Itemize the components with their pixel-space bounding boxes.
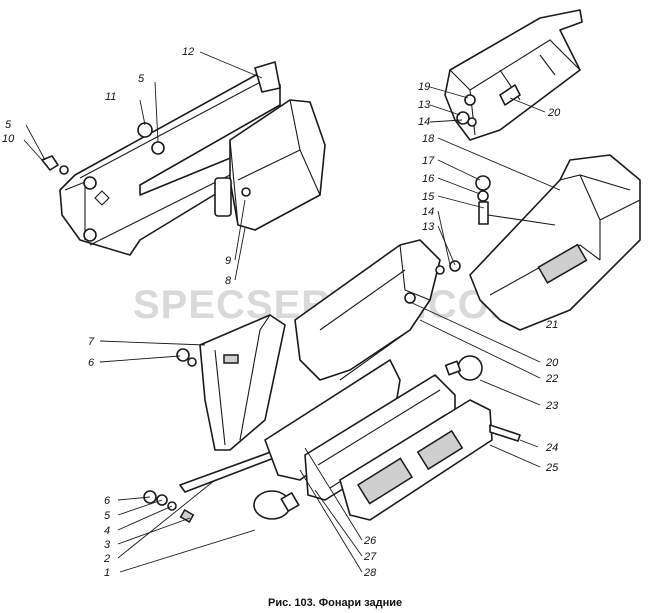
nut-6 xyxy=(176,348,190,362)
mount-hole xyxy=(151,141,165,155)
washer xyxy=(59,165,69,175)
central-lamp-bracket xyxy=(294,239,461,381)
callout-20: 20 xyxy=(547,107,561,119)
washer xyxy=(477,190,489,202)
figure-caption: Рис. 103. Фонари задние xyxy=(268,597,402,609)
callout-19: 19 xyxy=(418,81,430,93)
screw-3 xyxy=(179,509,195,523)
callout-25: 25 xyxy=(545,462,559,474)
callout-labels: 1 2 3 4 5 6 6 7 8 9 5 10 11 5 12 19 13 1… xyxy=(2,46,561,579)
callout-11: 11 xyxy=(105,91,116,103)
callout-10: 10 xyxy=(2,133,15,145)
lower-left-plate xyxy=(176,314,296,493)
callout-14: 14 xyxy=(422,206,434,218)
nut xyxy=(456,111,470,125)
bolt-10 xyxy=(41,155,59,171)
callout-20: 20 xyxy=(545,357,559,369)
main-tail-lamp xyxy=(143,355,521,523)
mount-hole xyxy=(137,122,153,138)
screw-24 xyxy=(489,424,521,442)
callout-1: 1 xyxy=(104,567,110,579)
top-right-bracket xyxy=(444,9,583,141)
callout-26: 26 xyxy=(363,535,377,547)
mounting-plate xyxy=(199,314,286,451)
bulb-23 xyxy=(457,355,483,381)
bracket-tab xyxy=(254,61,281,93)
callout-14: 14 xyxy=(418,116,430,128)
bolt-20-head xyxy=(404,292,416,304)
washer-14 xyxy=(435,265,445,275)
bulb-base xyxy=(444,360,462,376)
lamp-clip xyxy=(214,177,232,217)
callout-2: 2 xyxy=(103,553,110,565)
diamond-mark xyxy=(94,190,110,206)
lamp-lens xyxy=(537,243,588,284)
callout-13: 13 xyxy=(422,221,435,233)
callout-3: 3 xyxy=(104,539,111,551)
nut-13 xyxy=(449,260,461,272)
callout-6: 6 xyxy=(104,495,111,507)
callout-7: 7 xyxy=(88,336,95,348)
callout-5: 5 xyxy=(5,119,12,131)
callout-8: 8 xyxy=(225,275,232,287)
bolt-20 xyxy=(499,84,521,106)
washer xyxy=(475,175,491,191)
bolt xyxy=(241,187,251,197)
mount-hole xyxy=(83,228,97,242)
leader-lines xyxy=(23,51,561,573)
callout-22: 22 xyxy=(545,373,558,385)
callout-17: 17 xyxy=(422,155,435,167)
side-lamp-21 xyxy=(469,154,641,331)
callout-5: 5 xyxy=(138,73,145,85)
callout-28: 28 xyxy=(363,567,377,579)
callout-21: 21 xyxy=(545,319,558,331)
mount-hole xyxy=(83,176,97,190)
lamp-body xyxy=(469,154,641,331)
lamp-bracket xyxy=(294,239,441,381)
bracket-hole xyxy=(464,94,476,106)
callout-16: 16 xyxy=(422,173,435,185)
callout-9: 9 xyxy=(225,255,231,267)
bulb-base-1 xyxy=(280,492,300,512)
stud-bolt xyxy=(478,201,489,225)
callout-4: 4 xyxy=(104,525,110,537)
lens-segment xyxy=(416,429,464,471)
lens-segment xyxy=(356,457,414,505)
callout-5: 5 xyxy=(104,510,111,522)
callout-6: 6 xyxy=(88,357,95,369)
top-left-lamp-assembly xyxy=(41,61,326,256)
callout-24: 24 xyxy=(545,442,558,454)
callout-15: 15 xyxy=(422,191,435,203)
callout-13: 13 xyxy=(418,99,431,111)
plate-slot xyxy=(223,354,239,364)
callout-27: 27 xyxy=(363,551,377,563)
callout-23: 23 xyxy=(545,400,559,412)
washer xyxy=(467,117,477,127)
callout-12: 12 xyxy=(182,46,194,58)
washer xyxy=(187,357,197,367)
callout-18: 18 xyxy=(422,133,435,145)
